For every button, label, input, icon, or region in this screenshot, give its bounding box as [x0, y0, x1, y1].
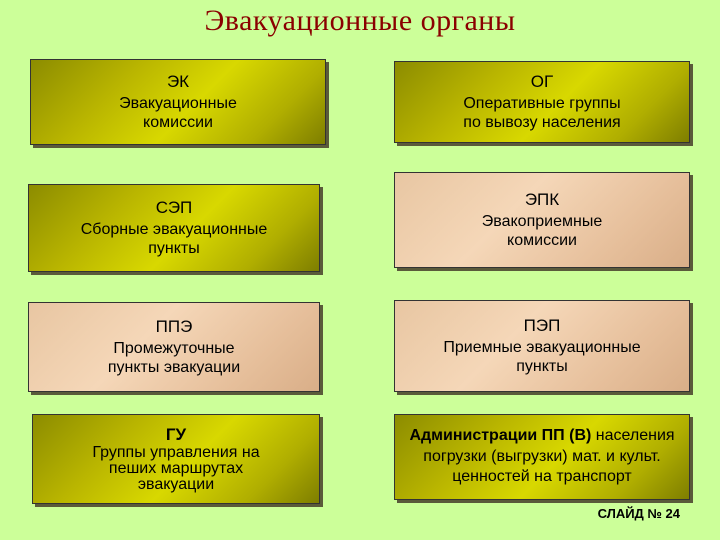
box-pep-desc-2: пункты [516, 357, 568, 375]
box-ek: ЭК Эвакуационные комиссии [30, 59, 326, 145]
box-ppe-abbr: ППЭ [155, 316, 193, 336]
box-sep-desc-2: пункты [148, 239, 200, 257]
box-ppe-desc-1: Промежуточные [113, 340, 235, 358]
box-ek-abbr: ЭК [166, 71, 190, 91]
slide-number: СЛАЙД № 24 [597, 506, 680, 521]
box-pep: ПЭП Приемные эвакуационные пункты [394, 300, 690, 392]
box-sep-desc-1: Сборные эвакуационные [80, 221, 268, 239]
box-adm-line-1-rest: населения [591, 426, 675, 444]
box-adm-line-2: погрузки (выгрузки) мат. и культ. [423, 447, 661, 465]
box-epk-desc-2: комиссии [507, 231, 577, 249]
box-ek-desc-2: комиссии [143, 113, 213, 131]
box-og: ОГ Оперативные группы по вывозу населени… [394, 61, 690, 143]
box-epk-desc-1: Эвакоприемные [481, 213, 603, 231]
box-gu: ГУ Группы управления на пеших маршрутах … [32, 414, 320, 504]
box-gu-desc-2: пеших маршрутах [108, 459, 244, 477]
box-ppe-desc-2: пункты эвакуации [107, 358, 241, 376]
box-gu-desc-1: Группы управления на [92, 443, 260, 461]
box-og-abbr: ОГ [530, 71, 554, 91]
box-epk-abbr: ЭПК [524, 189, 560, 209]
box-ek-desc-1: Эвакуационные [119, 95, 237, 113]
box-adm-line-1-bold: Администрации ПП (В) [409, 426, 592, 444]
box-adm-line-3: ценностей на транспорт [452, 468, 632, 486]
box-sep: СЭП Сборные эвакуационные пункты [28, 184, 320, 272]
box-epk: ЭПК Эвакоприемные комиссии [394, 172, 690, 268]
box-og-desc-1: Оперативные группы [463, 95, 621, 113]
box-administrations: Администрации ПП (В) населения погрузки … [394, 414, 690, 500]
box-pep-desc-1: Приемные эвакуационные [443, 339, 641, 357]
box-adm-line-1: Администрации ПП (В) населения [409, 426, 674, 447]
box-pep-abbr: ПЭП [523, 315, 561, 335]
box-ppe: ППЭ Промежуточные пункты эвакуации [28, 302, 320, 392]
box-gu-desc-3: эвакуации [137, 475, 215, 493]
page-title: Эвакуационные органы [204, 4, 516, 37]
box-og-desc-2: по вывозу населения [463, 113, 621, 131]
box-sep-abbr: СЭП [155, 197, 193, 217]
box-gu-abbr: ГУ [165, 425, 187, 445]
